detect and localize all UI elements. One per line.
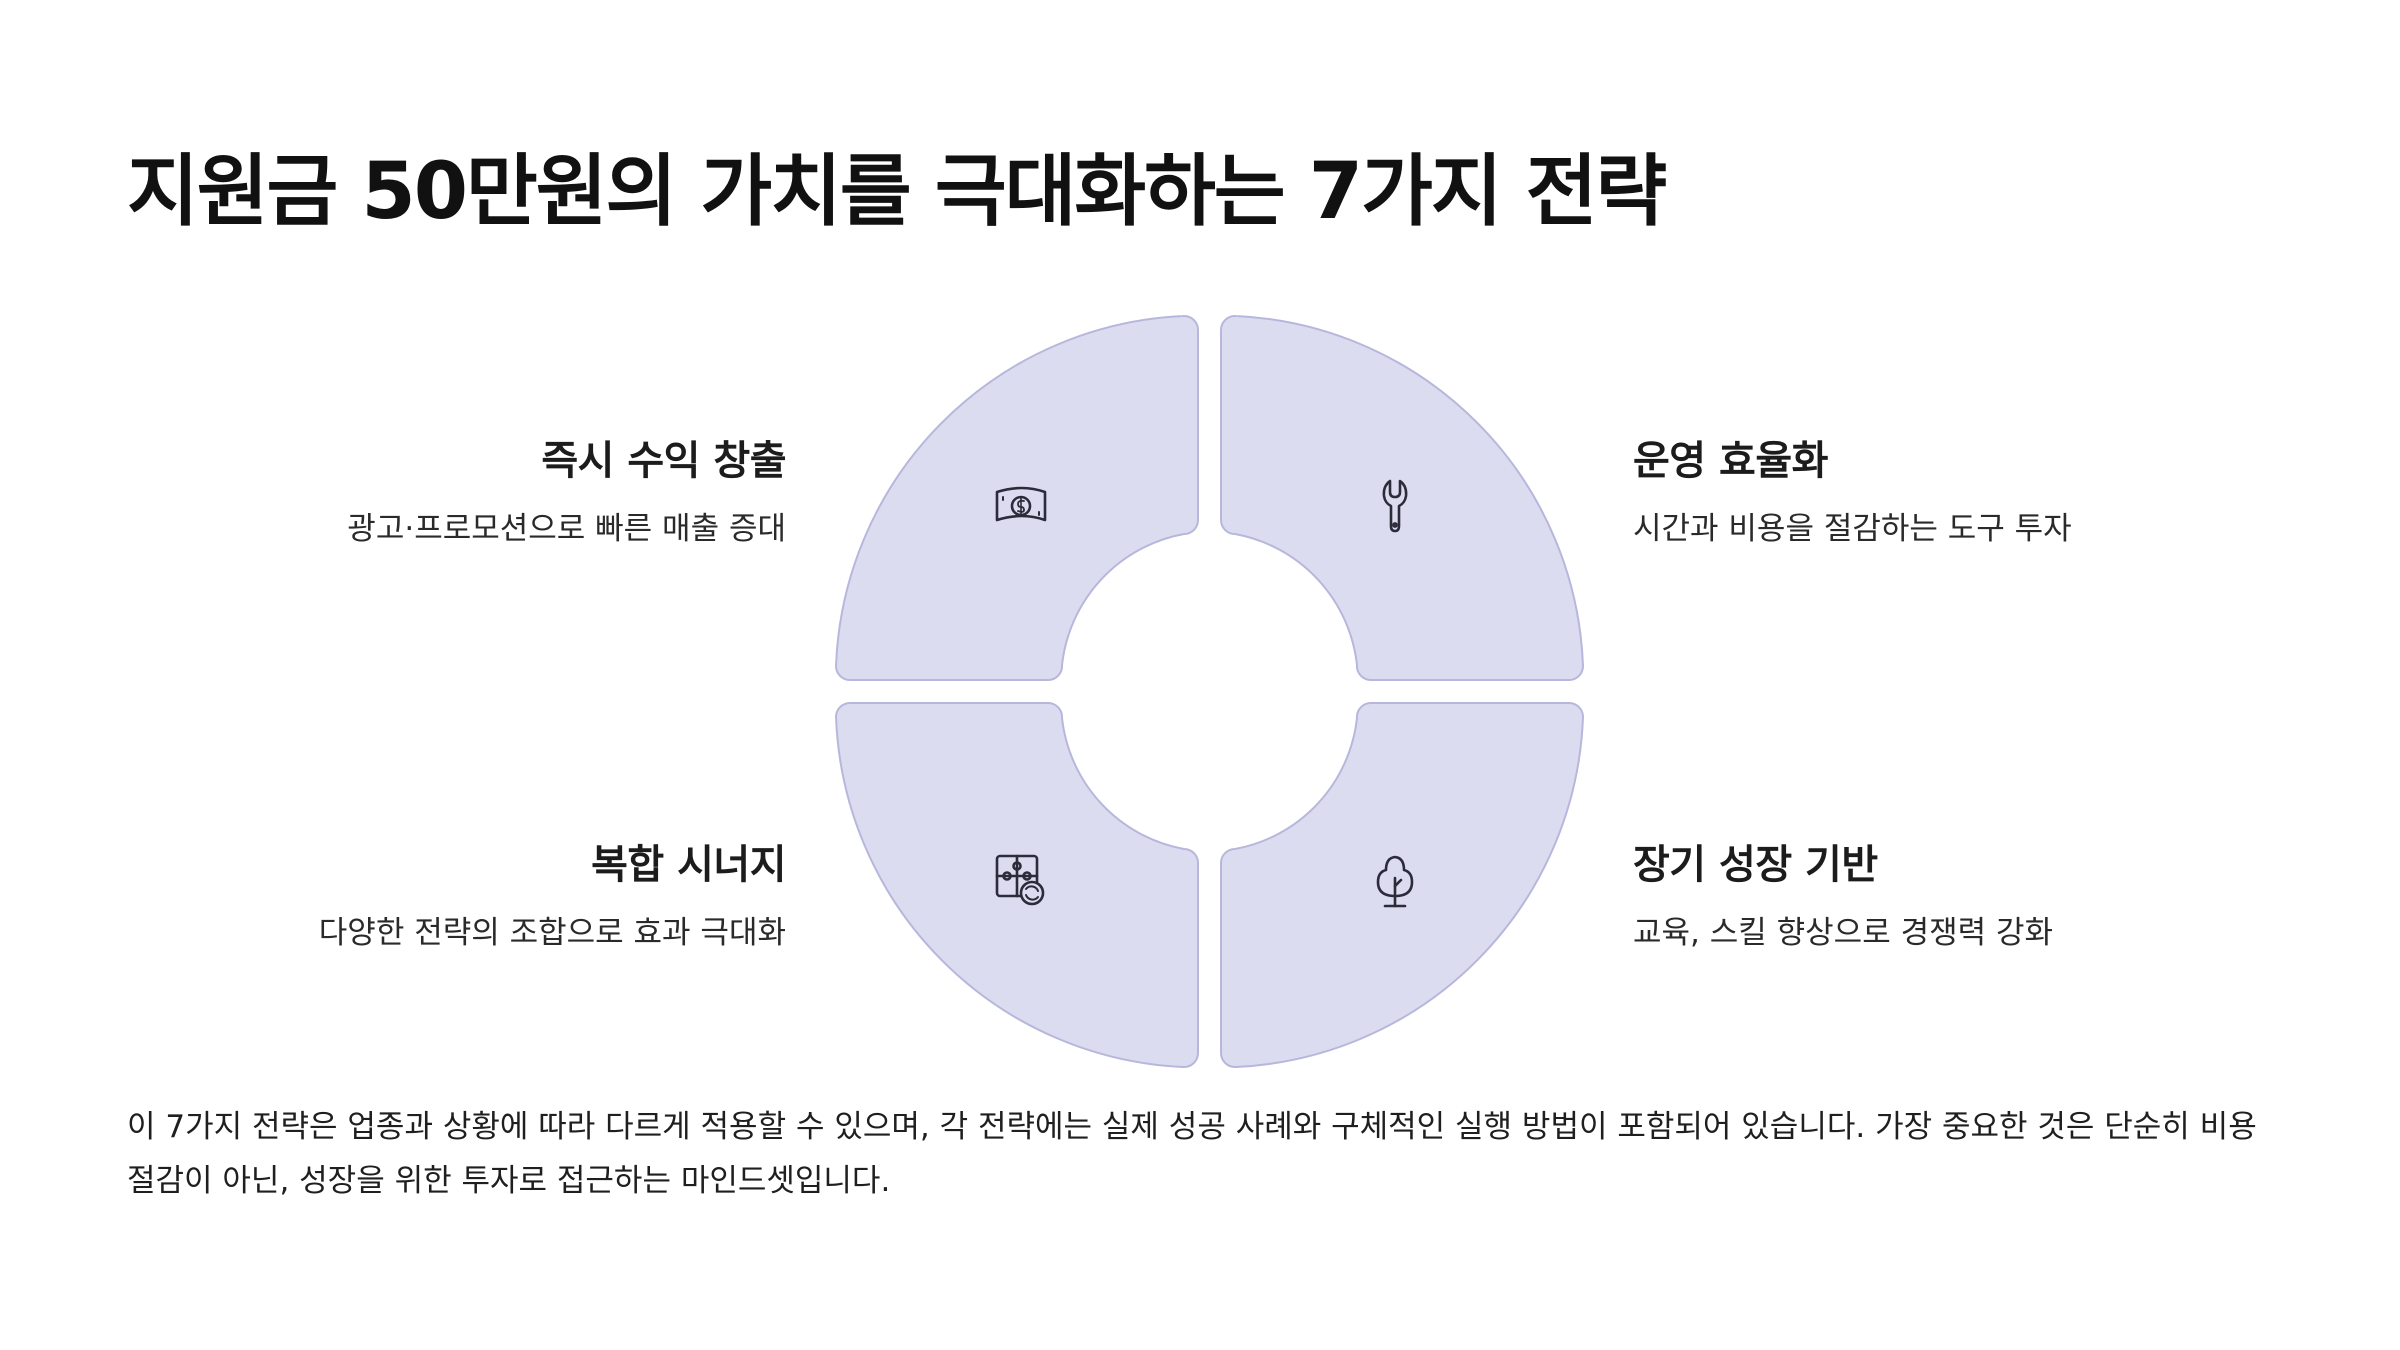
top-right-description: 시간과 비용을 절감하는 도구 투자 (1633, 511, 2072, 547)
top-left-description: 광고·프로모션으로 빠른 매출 증대 (347, 511, 786, 547)
wrench-icon (1382, 479, 1408, 533)
bottom-right-description: 교육, 스킬 향상으로 경쟁력 강화 (1633, 915, 2054, 951)
money-bill-icon (995, 486, 1047, 522)
puzzle-refresh-icon (995, 854, 1045, 906)
bottom-right-title: 장기 성장 기반 (1633, 842, 1878, 888)
top-right-title: 운영 효율화 (1633, 438, 1828, 484)
bottom-left-description: 다양한 전략의 조합으로 효과 극대화 (318, 915, 786, 951)
summary-paragraph: 이 7가지 전략은 업종과 상황에 따라 다르게 적용할 수 있으며, 각 전략… (127, 1109, 2257, 1199)
bottom-left-title: 복합 시너지 (591, 842, 786, 888)
quadrant-bottom-right[interactable] (1219, 701, 1585, 1069)
top-left-title: 즉시 수익 창출 (541, 438, 786, 484)
page-title: 지원금 50만원의 가치를 극대화하는 7가지 전략 (127, 147, 1667, 237)
tree-icon (1376, 855, 1414, 908)
quadrant-top-right[interactable] (1219, 314, 1585, 682)
